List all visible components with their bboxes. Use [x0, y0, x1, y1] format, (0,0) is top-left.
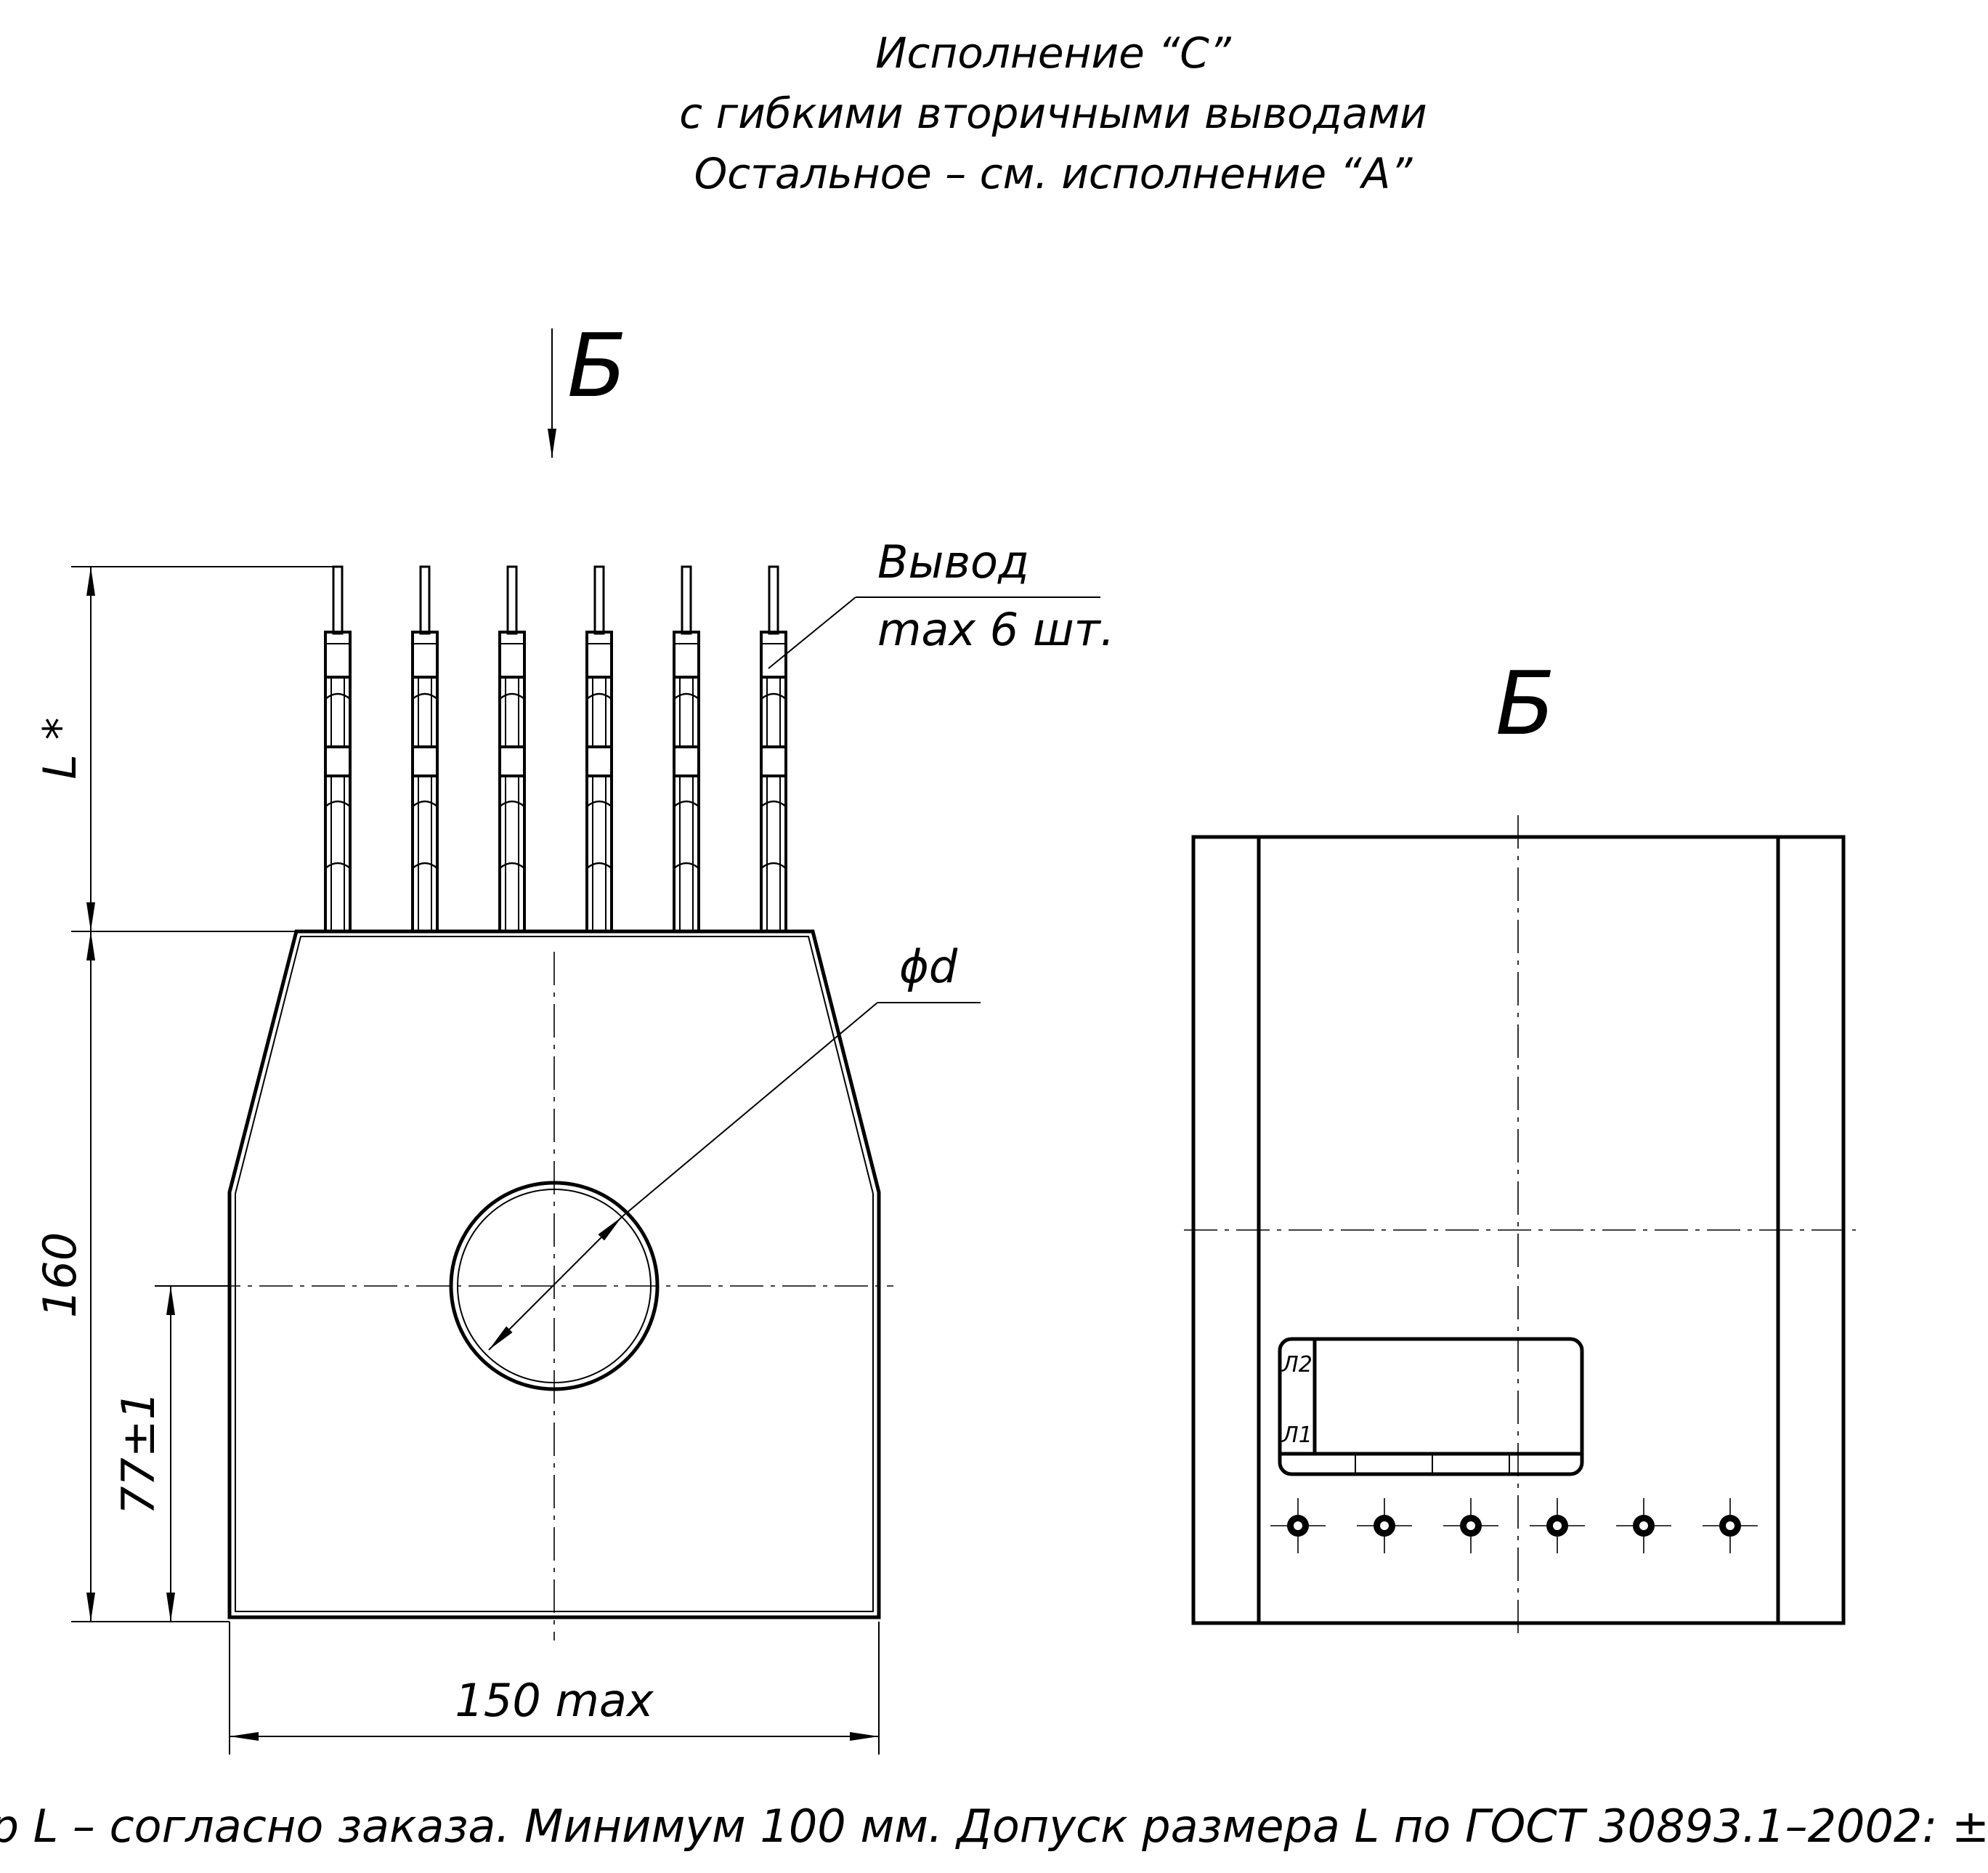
view-marker-label: Б: [567, 316, 627, 417]
primary-window-inner-circle: [457, 1189, 652, 1383]
lead-wire: [673, 565, 700, 933]
terminal-screw: [1616, 1498, 1671, 1553]
transformer-body-inner-outline: [235, 936, 874, 1612]
terminal-screw: [1530, 1498, 1585, 1553]
terminal-label-bottom: Л1: [1281, 1423, 1313, 1448]
diameter-leader-line: [621, 1002, 878, 1218]
width-label: 150 max: [455, 1674, 654, 1727]
terminal-screw: [1703, 1498, 1758, 1553]
lead-wire: [498, 565, 526, 933]
side-terminals: [1270, 1498, 1758, 1553]
lead-wire: [324, 565, 352, 933]
front-dimensions: L * 160 77±1 150 max: [33, 566, 880, 1755]
terminal-screw: [1443, 1498, 1498, 1553]
header: Исполнение “С” с гибкими вторичными выво…: [679, 28, 1427, 198]
diameter-dimension-line: [488, 1216, 622, 1351]
leads-callout-line-2: max 6 шт.: [877, 603, 1115, 656]
footnote: *Размер L – согласно заказа. Минимум 100…: [0, 1800, 1988, 1853]
terminal-label-top: Л2: [1281, 1352, 1313, 1378]
length-label: L *: [33, 717, 86, 779]
view-title: Б: [1496, 654, 1555, 755]
view-direction-marker: Б: [548, 316, 627, 458]
height-label: 160: [33, 1232, 86, 1318]
secondary-leads: [324, 565, 787, 933]
front-view: ϕd: [155, 929, 981, 1641]
terminal-screw: [1270, 1498, 1326, 1553]
header-line-2: с гибкими вторичными выводами: [679, 89, 1427, 138]
header-line-1: Исполнение “С”: [875, 28, 1232, 78]
lead-wire: [585, 565, 613, 933]
header-line-3: Остальное – см. исполнение “А”: [694, 149, 1413, 198]
leads-callout-leader: [768, 596, 856, 669]
leads-callout: Вывод max 6 шт.: [768, 535, 1115, 669]
diameter-label: ϕd: [899, 940, 958, 993]
leads-callout-line-1: Вывод: [877, 535, 1029, 588]
center-height-label: 77±1: [112, 1391, 165, 1515]
terminal-screw: [1357, 1498, 1412, 1553]
lead-wire: [411, 565, 439, 933]
primary-window-circle: [449, 1181, 660, 1391]
lead-wire: [760, 565, 787, 933]
side-view: Б Л2 Л1: [1184, 654, 1856, 1635]
transformer-body-outline: [227, 929, 881, 1619]
terminal-block: [1278, 1337, 1584, 1476]
